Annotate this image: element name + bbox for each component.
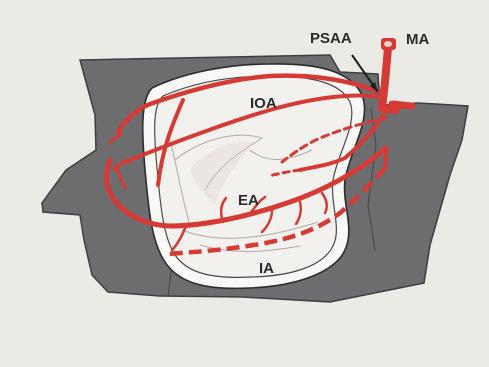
label-ea: EA bbox=[238, 192, 259, 209]
intraosseous-posterior-segment bbox=[385, 148, 386, 168]
label-ia: IA bbox=[259, 260, 274, 277]
maxillary-artery-branch-right bbox=[392, 104, 412, 106]
label-ioa: IOA bbox=[250, 95, 277, 112]
label-ma: MA bbox=[406, 31, 429, 48]
maxillary-artery-opening bbox=[384, 41, 392, 47]
label-psaa: PSAA bbox=[310, 30, 352, 47]
